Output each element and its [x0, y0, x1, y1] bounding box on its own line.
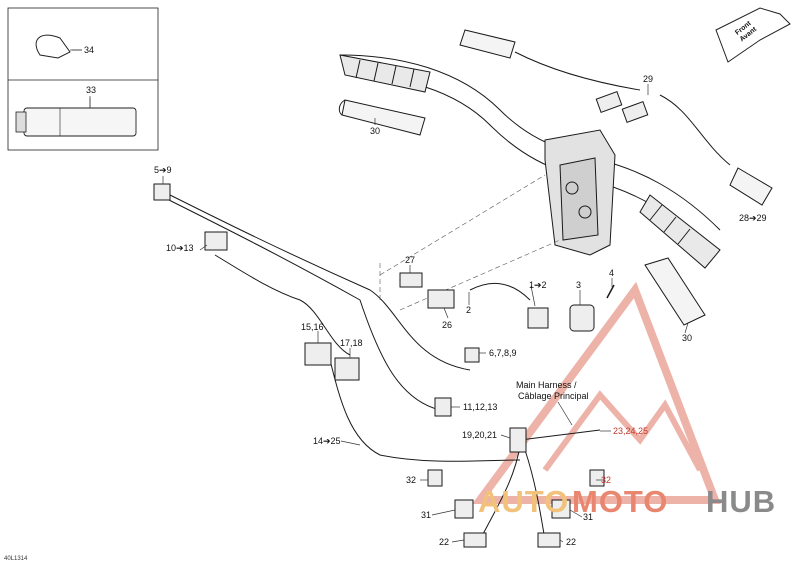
callout-10-13: 10➔13 — [166, 243, 194, 253]
callout-31-right: 31 — [583, 512, 594, 522]
pin-item — [606, 284, 615, 299]
watermark-word-auto: AUTO — [478, 484, 570, 519]
callout-14-25: 14➔25 — [313, 436, 341, 446]
leader-lines — [70, 49, 689, 543]
watermark-word-hub: HUB — [706, 484, 777, 519]
callout-32-right: 32 — [601, 475, 612, 485]
callout-1-2: 1➔2 — [529, 280, 547, 290]
callout-26: 26 — [442, 320, 453, 330]
document-code: 40L1314 — [4, 556, 28, 562]
callout-15-16: 15,16 — [301, 322, 324, 332]
callout-4: 4 — [609, 268, 615, 278]
handlebar — [339, 54, 721, 269]
callout-28-29: 28➔29 — [739, 213, 767, 223]
callout-17-18: 17,18 — [340, 338, 363, 348]
callout-27: 27 — [405, 255, 416, 265]
grip-sleeve-upper — [338, 99, 426, 136]
callout-32-left: 32 — [406, 475, 417, 485]
callout-30-lower: 30 — [682, 333, 693, 343]
callout-2: 2 — [466, 305, 472, 315]
callout-34: 34 — [84, 45, 95, 55]
guide-lines — [379, 174, 561, 311]
connectors — [153, 91, 649, 548]
callout-3: 3 — [576, 280, 582, 290]
inset-box — [7, 7, 159, 151]
callout-29: 29 — [643, 74, 654, 84]
grip-sleeve-lower — [644, 257, 706, 326]
callout-22-right: 22 — [566, 537, 577, 547]
harness-label-en: Main Harness / — [516, 380, 577, 390]
callout-11-13: 11,12,13 — [463, 402, 498, 412]
heated-grip-element — [459, 29, 773, 206]
callout-33: 33 — [86, 85, 97, 95]
callout-19-21: 19,20,21 — [462, 430, 498, 440]
front-direction-arrow — [715, 7, 791, 63]
callout-30-upper: 30 — [370, 126, 381, 136]
callout-5-9: 5➔9 — [154, 165, 172, 175]
wiring — [159, 51, 731, 541]
callout-6-9: 6,7,8,9 — [489, 348, 517, 358]
callout-22-left: 22 — [439, 537, 450, 547]
watermark-word-moto: MOTO — [572, 484, 669, 519]
watermark-triangle-logo — [472, 281, 721, 504]
callout-23-25: 23,24,25 — [613, 426, 649, 436]
harness-label-fr: Câblage Principal — [518, 391, 589, 401]
callout-31-left: 31 — [421, 510, 432, 520]
